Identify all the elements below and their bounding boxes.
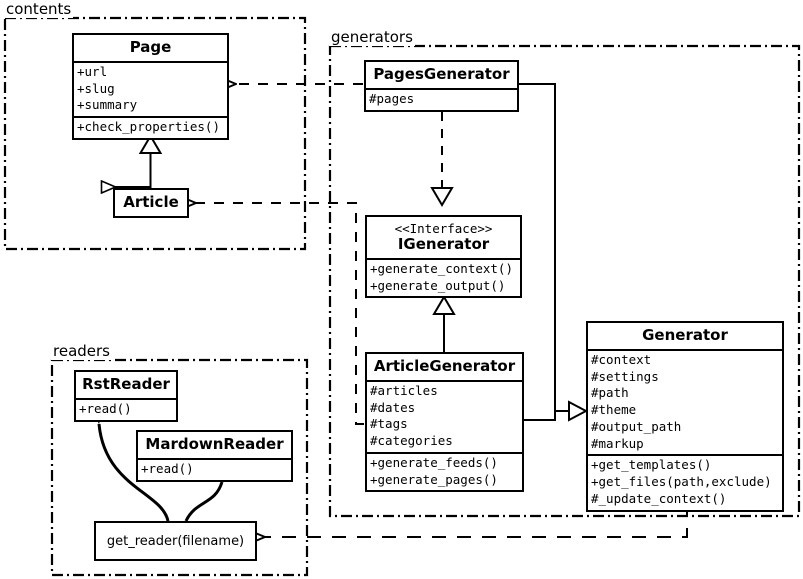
class-name-generator: Generator [642, 326, 728, 344]
edge-articlegenerator-inherits-generator [524, 400, 589, 422]
class-operations-mardownreader: +read() [138, 457, 291, 480]
class-operations-generator: +get_templates() +get_files(path,exclude… [588, 454, 782, 509]
attribute-settings: #settings [591, 368, 659, 384]
class-operations-rstreader: +read() [76, 397, 176, 420]
operation-update-context: #_update_context() [591, 490, 727, 506]
edge-pagesgenerator-inherits-generator [519, 83, 570, 412]
class-name-mardownreader: MardownReader [145, 435, 284, 453]
attribute-context: #context [591, 351, 652, 367]
attribute-summary: +summary [77, 97, 138, 113]
operation-get-templates: +get_templates() [591, 457, 712, 473]
class-box-article[interactable]: Article [113, 188, 189, 218]
edge-pagesgenerator-realizes-igenerator [430, 112, 454, 207]
class-name-article: Article [123, 193, 179, 211]
class-attributes-page: +url +slug +summary [74, 60, 227, 116]
attribute-articles: #articles [370, 382, 438, 398]
class-operations-articlegenerator: +generate_feeds() +generate_pages() [367, 451, 522, 491]
class-box-rstreader[interactable]: RstReader +read() [74, 370, 178, 422]
class-name-page: Page [129, 38, 172, 56]
attribute-output-path: #output_path [591, 418, 682, 434]
class-operations-page: +check_properties() [74, 116, 227, 138]
attribute-path: #path [591, 385, 629, 401]
edge-article-inherits-page-draw [138, 134, 163, 188]
attribute-categories: #categories [370, 433, 453, 449]
class-box-mardownreader[interactable]: MardownReader +read() [136, 430, 293, 482]
class-title-igenerator: IGenerator [397, 235, 490, 253]
operation-generate-feeds: +generate_feeds() [370, 454, 498, 470]
package-label-generators: generators [329, 28, 415, 46]
function-box-get-reader[interactable]: get_reader(filename) [94, 521, 257, 561]
operation-generate-pages: +generate_pages() [370, 471, 498, 487]
attribute-markup: #markup [591, 435, 644, 451]
edge-articlegenerator-uses-article [196, 203, 364, 425]
operation-generate-context: +generate_context() [370, 260, 513, 276]
attribute-slug: +slug [77, 80, 115, 96]
operation-read-rst: +read() [79, 400, 132, 416]
package-label-contents: contents [4, 0, 74, 18]
attribute-dates: #dates [370, 399, 416, 415]
operation-read-markdown: +read() [141, 460, 194, 476]
attribute-pages: #pages [369, 90, 415, 106]
class-attributes-articlegenerator: #articles #dates #tags #categories [367, 379, 522, 452]
class-name-igenerator: <<Interface>> IGenerator [367, 217, 520, 258]
class-name-articlegenerator: ArticleGenerator [373, 357, 516, 375]
class-box-igenerator[interactable]: <<Interface>> IGenerator +generate_conte… [365, 215, 522, 299]
operation-get-files: +get_files(path,exclude) [591, 474, 772, 490]
operation-check-properties: +check_properties() [77, 119, 220, 135]
class-box-articlegenerator[interactable]: ArticleGenerator #articles #dates #tags … [365, 352, 524, 493]
edge-get-reader-to-mardownreader [184, 470, 230, 522]
attribute-theme: #theme [591, 402, 637, 418]
class-box-page[interactable]: Page +url +slug +summary +check_properti… [72, 33, 229, 140]
edge-articlegenerator-inherits-igenerator [432, 295, 456, 352]
class-attributes-generator: #context #settings #path #theme #output_… [588, 348, 782, 455]
function-label-get-reader: get_reader(filename) [106, 533, 245, 549]
class-operations-igenerator: +generate_context() +generate_output() [367, 257, 520, 297]
package-label-readers: readers [51, 342, 112, 360]
class-attributes-pagesgenerator: #pages [366, 87, 517, 110]
class-stereotype-igenerator: <<Interface>> [394, 221, 493, 236]
attribute-url: +url [77, 63, 108, 79]
operation-generate-output: +generate_output() [370, 277, 506, 293]
attribute-tags: #tags [370, 416, 408, 432]
class-box-pagesgenerator[interactable]: PagesGenerator #pages [364, 60, 519, 112]
class-name-rstreader: RstReader [82, 375, 170, 393]
class-box-generator[interactable]: Generator #context #settings #path #them… [586, 321, 784, 512]
class-name-pagesgenerator: PagesGenerator [373, 65, 510, 83]
